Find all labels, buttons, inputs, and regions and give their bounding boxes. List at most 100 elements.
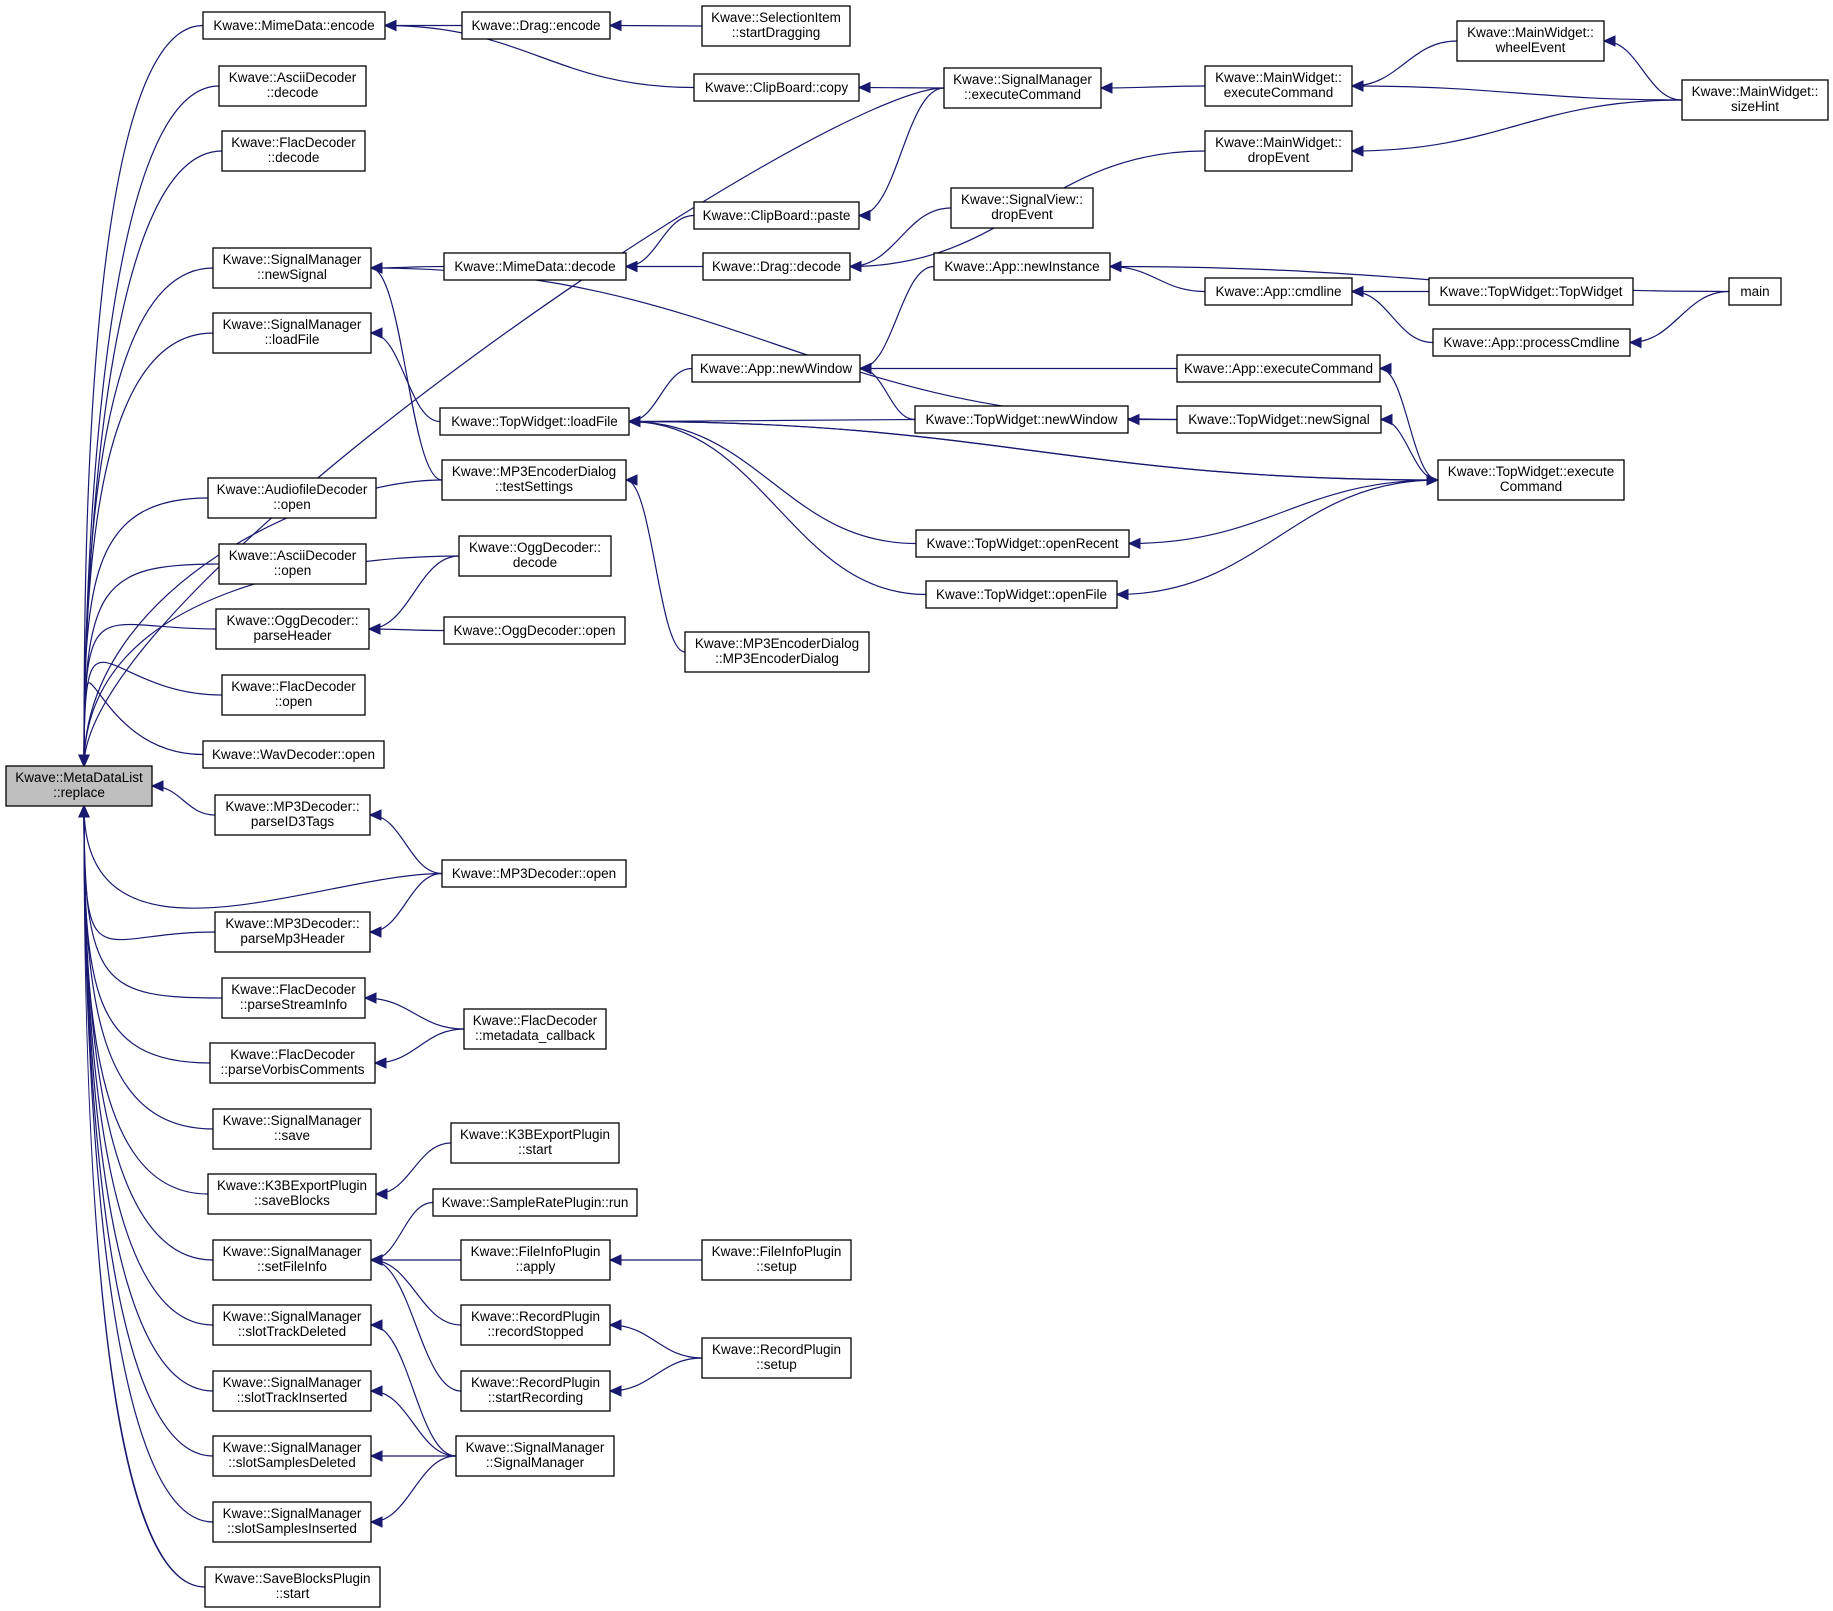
n_wav_open[interactable]: Kwave::WavDecoder::open — [202, 740, 385, 769]
edge-n_record_setup-to-n_record_startrec — [609, 1357, 703, 1392]
svg-text:::apply: ::apply — [516, 1259, 556, 1274]
edge-n_mp3enc_test-to-n_replace — [83, 479, 443, 767]
svg-text:::slotTrackInserted: ::slotTrackInserted — [237, 1390, 348, 1405]
svg-text:::MP3EncoderDialog: ::MP3EncoderDialog — [715, 651, 839, 666]
n_mp3enc_ctor[interactable]: Kwave::MP3EncoderDialog::MP3EncoderDialo… — [684, 631, 870, 673]
svg-text:::startDragging: ::startDragging — [732, 25, 821, 40]
n_mw_dropevent[interactable]: Kwave::MainWidget::dropEvent — [1204, 130, 1353, 172]
n_mw_sizehint[interactable]: Kwave::MainWidget::sizeHint — [1681, 79, 1829, 121]
n_mp3_open[interactable]: Kwave::MP3Decoder::open — [441, 859, 627, 888]
n_tw_openfile[interactable]: Kwave::TopWidget::openFile — [925, 580, 1118, 609]
arrowhead-n_sm_ctor-to-n_sm_trackdel — [369, 1319, 383, 1331]
n_flac_parsestream[interactable]: Kwave::FlacDecoder::parseStreamInfo — [221, 977, 366, 1019]
n_saveblocks_start[interactable]: Kwave::SaveBlocksPlugin::start — [204, 1566, 381, 1608]
n_app_execcmd[interactable]: Kwave::App::executeCommand — [1176, 354, 1381, 383]
n_mw_execcmd[interactable]: Kwave::MainWidget::executeCommand — [1204, 65, 1353, 107]
edge-n_app_newinstance-to-n_app_newwindow — [859, 265, 935, 370]
svg-text:Kwave::K3BExportPlugin: Kwave::K3BExportPlugin — [217, 1178, 367, 1193]
n_sv_dropevent[interactable]: Kwave::SignalView::dropEvent — [950, 187, 1094, 229]
n_af_open[interactable]: Kwave::AudiofileDecoder::open — [207, 477, 377, 519]
n_sm_samplesdel[interactable]: Kwave::SignalManager::slotSamplesDeleted — [212, 1435, 372, 1477]
n_sm_samplesins[interactable]: Kwave::SignalManager::slotSamplesInserte… — [212, 1501, 372, 1543]
n_tw_newsignal[interactable]: Kwave::TopWidget::newSignal — [1176, 405, 1382, 434]
edge-n_sel_startdrag-to-n_drag_encode — [609, 24, 703, 27]
n_tw_topwidget[interactable]: Kwave::TopWidget::TopWidget — [1428, 277, 1634, 306]
n_k3b_saveblocks[interactable]: Kwave::K3BExportPlugin::saveBlocks — [207, 1173, 377, 1215]
n_fileinfo_apply[interactable]: Kwave::FileInfoPlugin::apply — [460, 1239, 611, 1281]
svg-text:Kwave::SignalManager: Kwave::SignalManager — [953, 72, 1092, 87]
edge-n_tw_openfile-to-n_tw_loadfile — [628, 420, 927, 596]
n_flac_parsevorbis[interactable]: Kwave::FlacDecoder::parseVorbisComments — [209, 1042, 376, 1084]
n_record_startrec[interactable]: Kwave::RecordPlugin::startRecording — [460, 1370, 611, 1412]
edge-n_k3b_saveblocks-to-n_replace — [83, 805, 209, 1195]
arrowhead-n_mp3_parseid3-to-n_replace — [150, 780, 164, 792]
n_app_newwindow[interactable]: Kwave::App::newWindow — [691, 354, 861, 383]
n_record_stopped[interactable]: Kwave::RecordPlugin::recordStopped — [460, 1304, 611, 1346]
n_mp3_parseid3[interactable]: Kwave::MP3Decoder::parseID3Tags — [214, 794, 371, 836]
arrowhead-n_flac_metacb-to-n_flac_parsevorbis — [373, 1057, 387, 1069]
n_sm_newsignal[interactable]: Kwave::SignalManager::newSignal — [212, 247, 372, 289]
svg-text:::start: ::start — [518, 1142, 552, 1157]
n_ogg_open[interactable]: Kwave::OggDecoder::open — [443, 616, 626, 645]
svg-text:::setup: ::setup — [756, 1357, 797, 1372]
n_drag_encode[interactable]: Kwave::Drag::encode — [461, 11, 611, 40]
n_k3b_start[interactable]: Kwave::K3BExportPlugin::start — [450, 1122, 620, 1164]
n_samplerate_run[interactable]: Kwave::SampleRatePlugin::run — [432, 1188, 638, 1217]
n_record_setup[interactable]: Kwave::RecordPlugin::setup — [701, 1337, 852, 1379]
n_sel_startdrag[interactable]: Kwave::SelectionItem::startDragging — [701, 5, 851, 47]
n_clip_paste[interactable]: Kwave::ClipBoard::paste — [693, 201, 860, 230]
svg-text:Kwave::MainWidget::: Kwave::MainWidget:: — [1692, 84, 1819, 99]
n_app_newinstance[interactable]: Kwave::App::newInstance — [933, 252, 1111, 281]
svg-text:Kwave::TopWidget::newWindow: Kwave::TopWidget::newWindow — [925, 412, 1117, 427]
n_mime_encode[interactable]: Kwave::MimeData::encode — [202, 11, 386, 40]
n_tw_execcmd[interactable]: Kwave::TopWidget::executeCommand — [1437, 459, 1625, 501]
edge-n_tw_openrecent-to-n_tw_loadfile — [628, 420, 917, 545]
n_sm_execcmd[interactable]: Kwave::SignalManager::executeCommand — [943, 67, 1102, 109]
svg-text:Kwave::MimeData::encode: Kwave::MimeData::encode — [213, 18, 374, 33]
arrowhead-n_tw_newwindow-to-n_app_newwindow — [858, 362, 872, 375]
n_app_cmdline[interactable]: Kwave::App::cmdline — [1204, 277, 1353, 306]
svg-text:dropEvent: dropEvent — [1248, 150, 1310, 165]
n_mp3enc_test[interactable]: Kwave::MP3EncoderDialog::testSettings — [441, 459, 627, 501]
n_sm_save[interactable]: Kwave::SignalManager::save — [212, 1108, 372, 1150]
n_mp3_parsehdr[interactable]: Kwave::MP3Decoder::parseMp3Header — [214, 911, 371, 953]
n_flac_open[interactable]: Kwave::FlacDecoder::open — [221, 674, 366, 716]
n_ogg_parseheader[interactable]: Kwave::OggDecoder::parseHeader — [215, 608, 370, 650]
n_ascii_decode[interactable]: Kwave::AsciiDecoder::decode — [218, 65, 367, 107]
n_main[interactable]: main — [1728, 277, 1782, 306]
svg-text:Kwave::WavDecoder::open: Kwave::WavDecoder::open — [212, 747, 375, 762]
n_flac_decode[interactable]: Kwave::FlacDecoder::decode — [221, 130, 366, 172]
n_app_processcmdline[interactable]: Kwave::App::processCmdline — [1432, 328, 1631, 357]
n_fileinfo_setup[interactable]: Kwave::FileInfoPlugin::setup — [701, 1239, 852, 1281]
n_tw_newwindow[interactable]: Kwave::TopWidget::newWindow — [914, 405, 1129, 434]
n_sm_trackdel[interactable]: Kwave::SignalManager::slotTrackDeleted — [212, 1304, 372, 1346]
svg-text:Kwave::RecordPlugin: Kwave::RecordPlugin — [471, 1375, 600, 1390]
svg-text:::executeCommand: ::executeCommand — [964, 87, 1081, 102]
svg-text:::save: ::save — [274, 1128, 310, 1143]
n_sm_loadfile[interactable]: Kwave::SignalManager::loadFile — [212, 312, 372, 354]
n_sm_setfileinfo[interactable]: Kwave::SignalManager::setFileInfo — [212, 1239, 372, 1281]
edge-n_mw_sizehint-to-n_mw_wheelevent — [1603, 40, 1683, 101]
n_mw_wheelevent[interactable]: Kwave::MainWidget::wheelEvent — [1456, 20, 1605, 62]
svg-text:::testSettings: ::testSettings — [495, 479, 573, 494]
arrowhead-n_sm_ctor-to-n_sm_samplesdel — [369, 1450, 383, 1462]
edge-n_app_cmdline-to-n_app_newinstance — [1109, 265, 1206, 293]
n_tw_openrecent[interactable]: Kwave::TopWidget::openRecent — [915, 529, 1130, 558]
edge-n_wav_open-to-n_replace — [83, 682, 204, 767]
n_sm_trackins[interactable]: Kwave::SignalManager::slotTrackInserted — [212, 1370, 372, 1412]
edge-n_sm_ctor-to-n_sm_trackdel — [370, 1324, 457, 1457]
n_tw_loadfile[interactable]: Kwave::TopWidget::loadFile — [439, 407, 630, 436]
n_drag_decode[interactable]: Kwave::Drag::decode — [702, 252, 851, 281]
edge-n_ogg_decode-to-n_ogg_parseheader — [368, 555, 460, 630]
n_replace[interactable]: Kwave::MetaDataList::replace — [5, 765, 153, 807]
n_mime_decode[interactable]: Kwave::MimeData::decode — [443, 252, 627, 281]
n_ascii_open[interactable]: Kwave::AsciiDecoder::open — [218, 543, 367, 585]
n_sm_ctor[interactable]: Kwave::SignalManager::SignalManager — [455, 1435, 615, 1477]
svg-text:Kwave::SampleRatePlugin::run: Kwave::SampleRatePlugin::run — [442, 1195, 629, 1210]
svg-text:wheelEvent: wheelEvent — [1495, 40, 1566, 55]
n_ogg_decode[interactable]: Kwave::OggDecoder::decode — [458, 535, 612, 577]
n_clip_copy[interactable]: Kwave::ClipBoard::copy — [693, 73, 860, 102]
n_flac_metacb[interactable]: Kwave::FlacDecoder::metadata_callback — [463, 1008, 607, 1050]
edge-n_record_stopped-to-n_sm_setfileinfo — [370, 1259, 462, 1326]
